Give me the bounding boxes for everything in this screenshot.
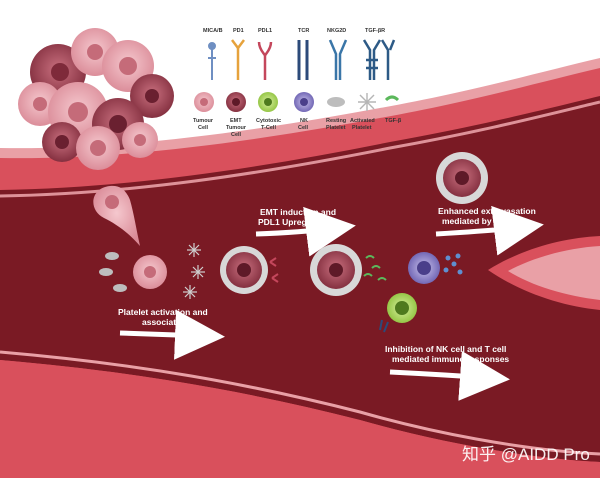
pdl1-markers-1 — [269, 257, 279, 283]
legend-receptor-label-tgf-beta-r: TGF-βR — [365, 28, 385, 34]
annotation-extravasation-line1: Enhanced extravasation — [438, 206, 536, 216]
legend-receptor-label-pdl1: PDL1 — [258, 28, 272, 34]
legend-cell-tumour-line1: Tumour — [193, 118, 214, 124]
legend-receptor-label-tcr: TCR — [298, 28, 309, 34]
legend-cell-resting-line2: Platelet — [326, 125, 346, 131]
flow-arrow-extravasation — [435, 205, 544, 256]
intravasating-tumour-cell — [93, 185, 140, 246]
annotation-emt-induction-line1: EMT induction and — [260, 207, 336, 217]
flow-arrow-inhibition — [389, 350, 510, 401]
activated-platelets-group — [183, 243, 205, 299]
legend-cell-t-line2: T-Cell — [261, 125, 276, 131]
tgf-beta-icon — [384, 95, 400, 102]
cytotoxic-t-cell — [387, 293, 417, 323]
tgf-beta-receptor-icon — [362, 39, 396, 80]
receptor-dots — [443, 253, 463, 275]
tumour-cell-icon — [194, 92, 214, 112]
legend-cells: Tumour Cell EMT Tumour Cell Cytotoxic T-… — [193, 92, 402, 138]
legend-receptors: MICA/B PD1 PDL1 TCR NKG2D TGF-βR — [203, 28, 396, 80]
tgf-beta-molecules — [363, 255, 387, 281]
legend-cell-emt-line3: Cell — [231, 132, 242, 138]
annotation-inhibition-line2: mediated immune responses — [392, 354, 509, 364]
circulating-tumour-cell — [133, 255, 167, 289]
legend-cell-t-line1: Cytotoxic — [256, 118, 281, 124]
resting-platelets-group — [99, 252, 127, 292]
pd1-receptor-icon — [231, 39, 245, 80]
legend-cell-resting-line1: Resting — [326, 118, 346, 124]
legend-cell-emt-line2: Tumour — [226, 125, 247, 131]
flow-arrow-emt-induction — [255, 206, 356, 257]
mica-b-receptor-icon — [208, 42, 216, 80]
annotation-extravasation-line2: mediated by platelets — [442, 216, 529, 226]
tcr-receptor-on-t-cell — [379, 319, 389, 333]
legend-cell-tumour-line2: Cell — [198, 125, 209, 131]
tumour-cluster — [18, 28, 174, 170]
legend-cell-nk-line2: Cell — [298, 125, 309, 131]
annotation-inhibition-line1: Inhibition of NK cell and T cell — [385, 344, 506, 354]
annotation-emt-induction-line2: PDL1 Upregulation — [258, 217, 335, 227]
legend-receptor-label-nkg2d: NKG2D — [327, 28, 346, 34]
platelet-coated-tumour-cell-2 — [310, 244, 362, 296]
resting-platelet-icon — [327, 97, 345, 107]
extravasating-tumour-cell — [436, 152, 488, 204]
legend-cell-activated-line2: Platelet — [352, 125, 372, 131]
nk-cell — [408, 252, 440, 284]
activated-platelet-icon — [358, 93, 376, 111]
legend-cell-emt-line1: EMT — [230, 118, 242, 124]
pdl1-receptor-icon — [257, 41, 273, 80]
emt-tumour-cell-icon — [226, 92, 246, 112]
tcr-receptor-icon — [297, 40, 309, 80]
vessel-lower-wall — [0, 360, 600, 478]
flow-arrow-platelet-activation — [119, 309, 225, 360]
legend-cell-tgf-beta: TGF-β — [385, 118, 402, 124]
legend-receptor-label-mica-b: MICA/B — [203, 28, 223, 34]
watermark: 知乎 @AIDD Pro — [462, 445, 590, 464]
annotation-platelet-activation-line1: Platelet activation and — [118, 307, 208, 317]
vessel-branch-wedge — [508, 246, 600, 300]
annotation-platelet-activation-line2: association — [142, 317, 189, 327]
legend-cell-activated-line1: Activated — [350, 118, 375, 124]
nk-cell-icon — [294, 92, 314, 112]
legend-cell-nk-line1: NK — [300, 118, 308, 124]
cytotoxic-t-cell-icon — [258, 92, 278, 112]
nkg2d-receptor-icon — [328, 39, 348, 80]
platelet-coated-tumour-cell-1 — [220, 246, 268, 294]
vessel-lower-stripe — [0, 350, 600, 456]
legend-receptor-label-pd1: PD1 — [233, 28, 244, 34]
